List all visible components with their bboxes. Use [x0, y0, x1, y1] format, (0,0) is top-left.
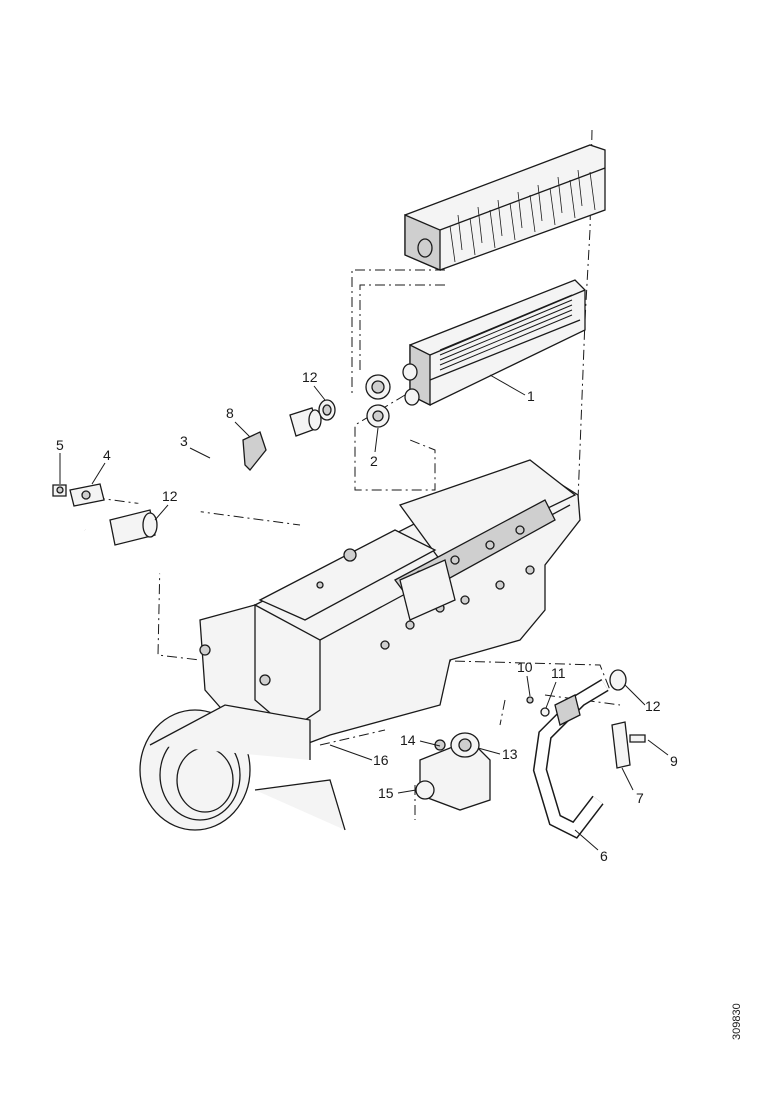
callout-3: 3: [180, 433, 188, 449]
callout-12-pipe-seal: 12: [302, 369, 318, 385]
engine-block: [199, 459, 581, 751]
callout-14: 14: [400, 732, 416, 748]
bolt-heads: [199, 525, 535, 686]
callout-4: 4: [103, 447, 111, 463]
hose-bracket: [611, 721, 646, 769]
pipe-bracket: [52, 483, 105, 507]
assembly-lines: [74, 129, 621, 820]
callout-8: 8: [226, 405, 234, 421]
oil-filter-housing: [415, 732, 491, 811]
seal-rings-upper: [318, 374, 391, 428]
callout-12-hose-end: 12: [645, 698, 661, 714]
callout-13: 13: [502, 746, 518, 762]
callout-6: 6: [600, 848, 608, 864]
callout-5: 5: [56, 437, 64, 453]
callouts: 1 2 3 4 5 6 7 8 9 10 11 12 12 12 13 14 1: [56, 369, 678, 864]
callout-7: 7: [636, 790, 644, 806]
flywheel-housing: [139, 704, 346, 831]
callout-16: 16: [373, 752, 389, 768]
callout-1: 1: [527, 388, 535, 404]
return-hose: [532, 669, 627, 839]
callout-11: 11: [551, 665, 566, 681]
callout-9: 9: [670, 753, 678, 769]
drawing-reference-number: 309830: [731, 1003, 743, 1040]
callout-15: 15: [378, 785, 394, 801]
callout-12-pipe-end: 12: [162, 488, 178, 504]
callout-2: 2: [370, 453, 378, 469]
oil-cooler: [402, 279, 586, 407]
callout-10: 10: [517, 659, 533, 675]
intake-manifold: [404, 144, 606, 271]
washer-nut: [526, 696, 550, 717]
oil-pipe: [82, 407, 322, 576]
